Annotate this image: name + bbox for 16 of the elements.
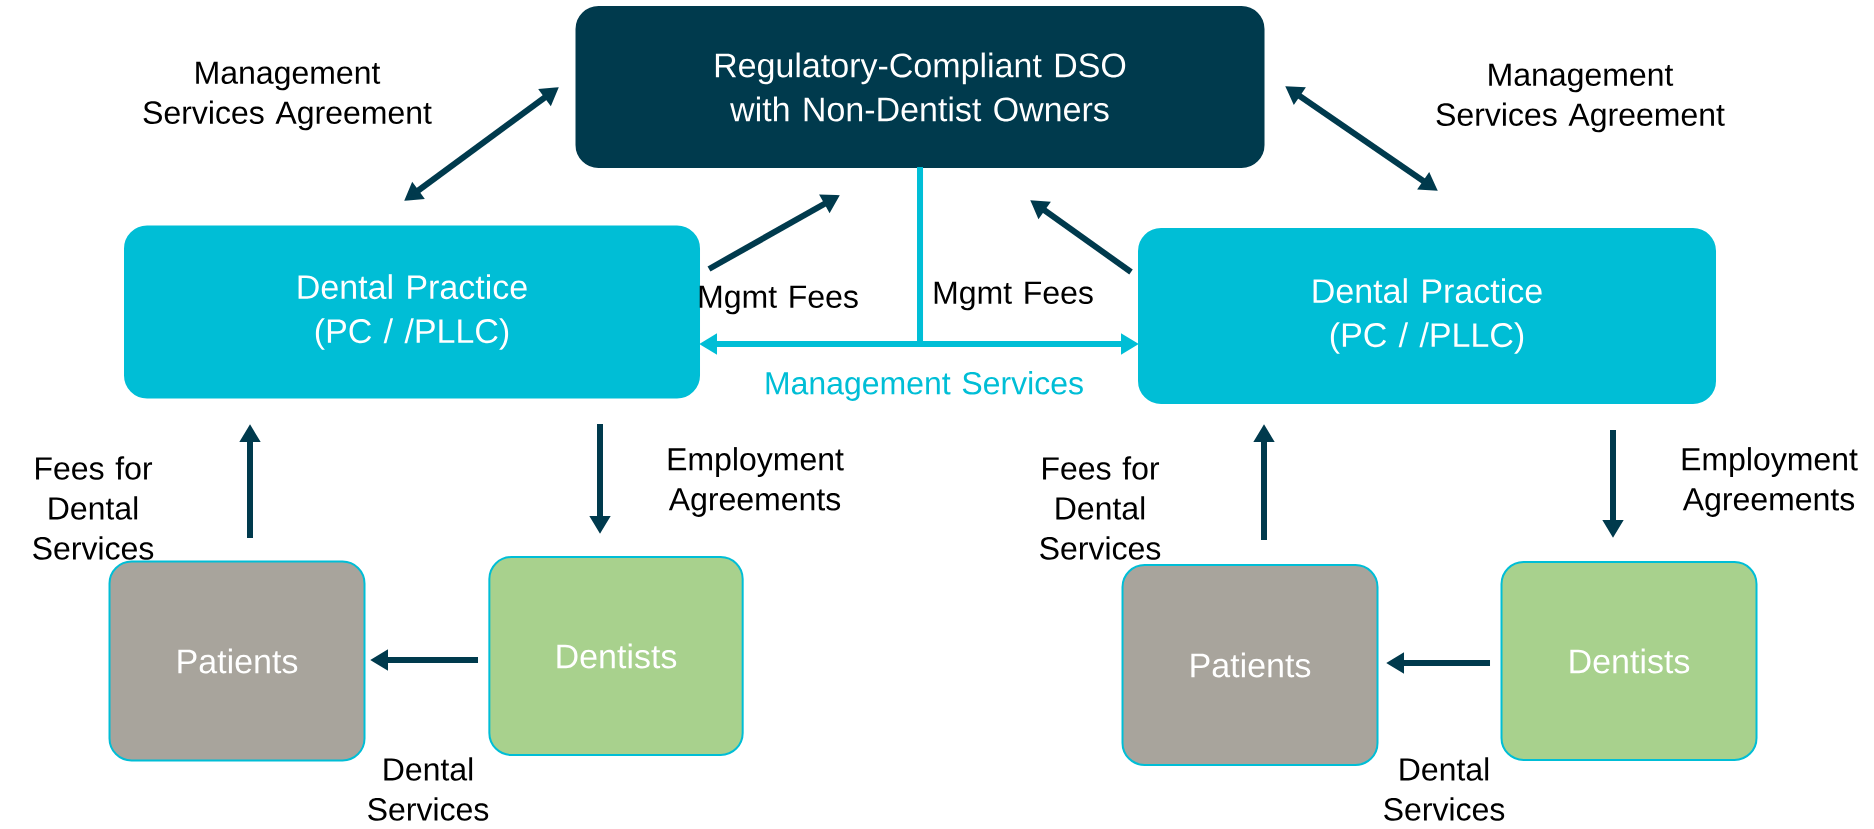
edge-label: Fees for Dental Services	[33, 456, 154, 560]
group-box: Dentists	[488, 556, 744, 756]
edge-label: Management Services Agreement	[1436, 63, 1725, 133]
practice-box: Dental Practice (PC / /PLLC)	[1138, 228, 1716, 404]
practice-box: Dental Practice (PC / /PLLC)	[124, 225, 700, 399]
group-box: Dentists	[1500, 561, 1758, 761]
group-box: Patients	[108, 560, 366, 762]
edge-label: Management Services Agreement	[143, 61, 432, 131]
edge-label: Management Services	[766, 371, 1083, 401]
edge-label: Fees for Dental Services	[1040, 456, 1161, 560]
edge-label: Employment Agreements	[668, 447, 844, 517]
organization-box: Regulatory-Compliant DSO with Non-Dentist Owners	[575, 6, 1265, 168]
edge-label: Mgmt Fees	[934, 281, 1093, 311]
edge-label: Dental Services	[368, 757, 489, 821]
edge-label: Employment Agreements	[1682, 447, 1858, 517]
group-box: Patients	[1121, 564, 1379, 766]
